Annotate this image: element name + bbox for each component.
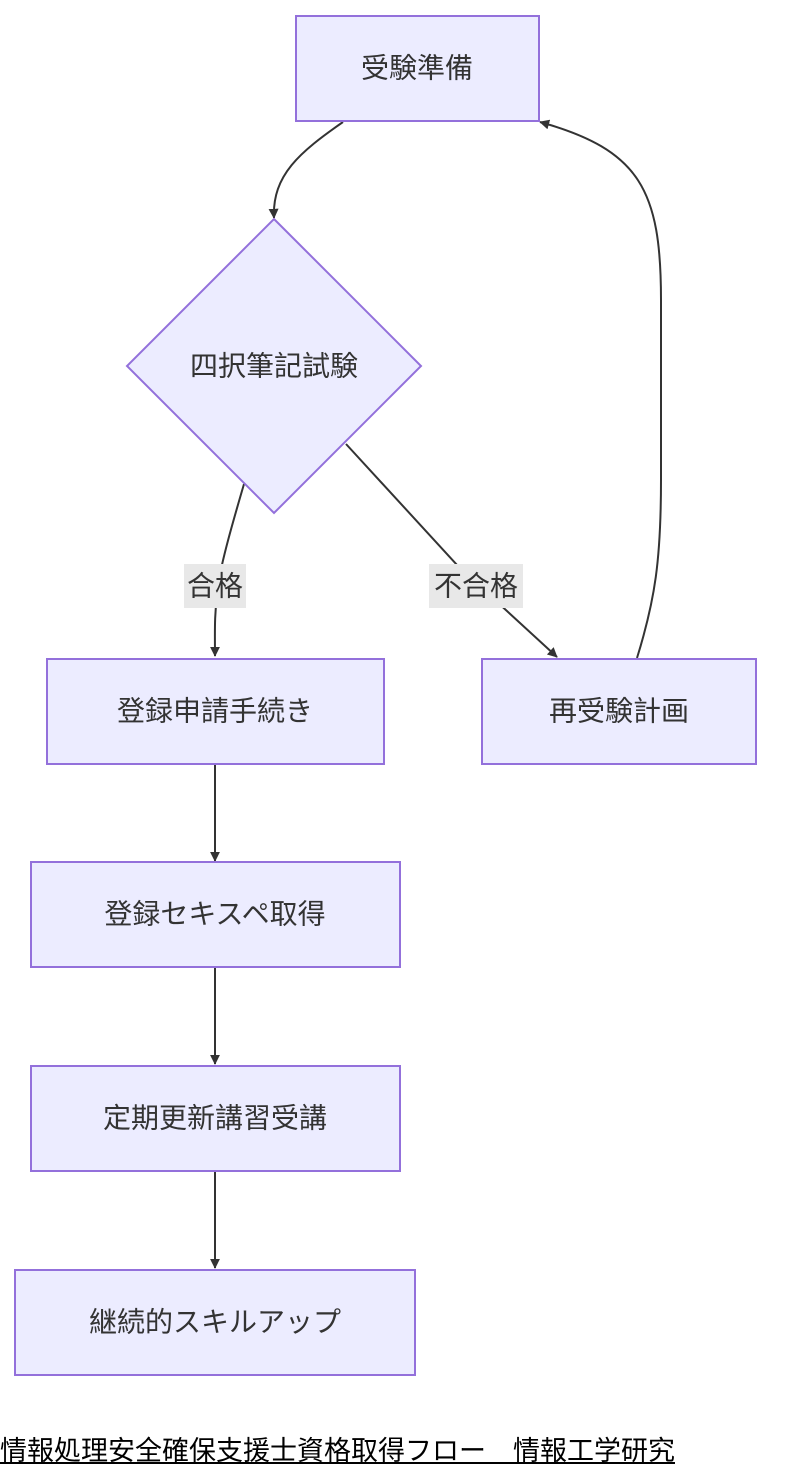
edge-label-pass-text: 合格 <box>187 570 243 603</box>
diagram-caption: 情報処理安全確保支援士資格取得フロー 情報工学研究 <box>0 1436 675 1467</box>
edge-label-fail-text: 不合格 <box>434 570 518 603</box>
node-prep: 受験準備 <box>295 15 540 122</box>
edge-label-pass: 合格 <box>184 564 246 608</box>
edge-retake-to-prep <box>539 119 662 659</box>
node-skillup-label: 継続的スキルアップ <box>89 1306 341 1339</box>
node-retake-plan: 再受験計画 <box>481 658 757 765</box>
node-exam-label: 四択筆記試験 <box>190 350 358 383</box>
node-training-label: 定期更新講習受講 <box>103 1102 327 1135</box>
node-register-apply: 登録申請手続き <box>46 658 385 765</box>
node-get-registered-label: 登録セキスペ取得 <box>104 898 325 931</box>
edge-label-fail: 不合格 <box>429 564 523 608</box>
node-register-apply-label: 登録申請手続き <box>117 695 313 728</box>
node-exam-decision: 四択筆記試験 <box>125 217 423 515</box>
edge-exam-to-retake <box>345 443 558 658</box>
node-get-registered: 登録セキスペ取得 <box>30 861 401 968</box>
edge-prep-to-exam <box>268 121 344 219</box>
node-retake-plan-label: 再受験計画 <box>549 695 689 728</box>
node-prep-label: 受験準備 <box>361 52 473 85</box>
flowchart: 合格 不合格 受験準備 四択筆記試験 登録申請手続き 再受験計画 登録セキスペ取… <box>14 15 757 1376</box>
node-training: 定期更新講習受講 <box>30 1065 401 1172</box>
node-skillup: 継続的スキルアップ <box>14 1269 416 1376</box>
